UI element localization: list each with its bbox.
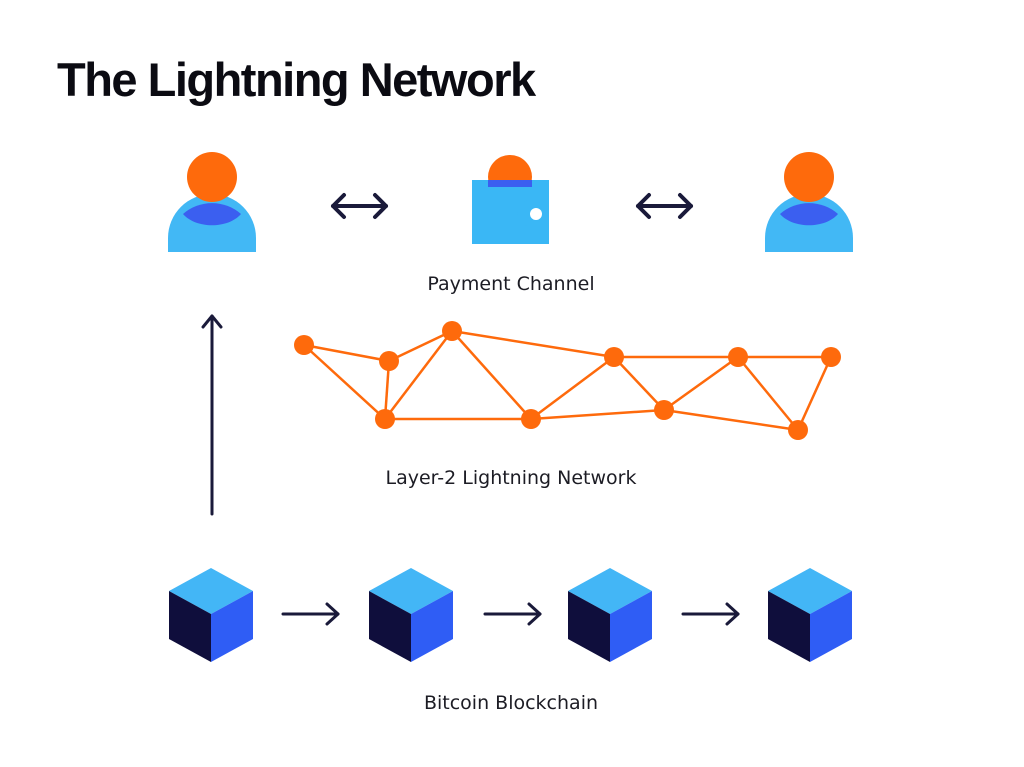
network-node: [442, 321, 462, 341]
right-arrow-icon: [483, 602, 542, 626]
network-node: [379, 351, 399, 371]
page-title: The Lightning Network: [57, 53, 536, 106]
block-icon: [369, 568, 453, 662]
bidirectional-arrow-icon: [636, 193, 693, 219]
lightning-network-label: Layer-2 Lightning Network: [385, 467, 637, 489]
network-node: [294, 335, 314, 355]
wallet-icon: [472, 155, 549, 244]
network-node: [521, 409, 541, 429]
bidirectional-arrow-icon: [331, 193, 388, 219]
person-right-icon: [765, 152, 853, 252]
lightning-network-graph: [294, 321, 841, 440]
up-arrow-icon: [201, 314, 223, 516]
network-node: [375, 409, 395, 429]
block-icon: [768, 568, 852, 662]
payment-channel-label: Payment Channel: [427, 273, 595, 295]
network-node: [604, 347, 624, 367]
network-node: [728, 347, 748, 367]
network-node: [654, 400, 674, 420]
right-arrow-icon: [281, 602, 340, 626]
blockchain-label: Bitcoin Blockchain: [423, 692, 599, 714]
network-node: [788, 420, 808, 440]
person-left-icon: [168, 152, 256, 252]
network-node: [821, 347, 841, 367]
block-icon: [169, 568, 253, 662]
block-icon: [568, 568, 652, 662]
right-arrow-icon: [681, 602, 740, 626]
